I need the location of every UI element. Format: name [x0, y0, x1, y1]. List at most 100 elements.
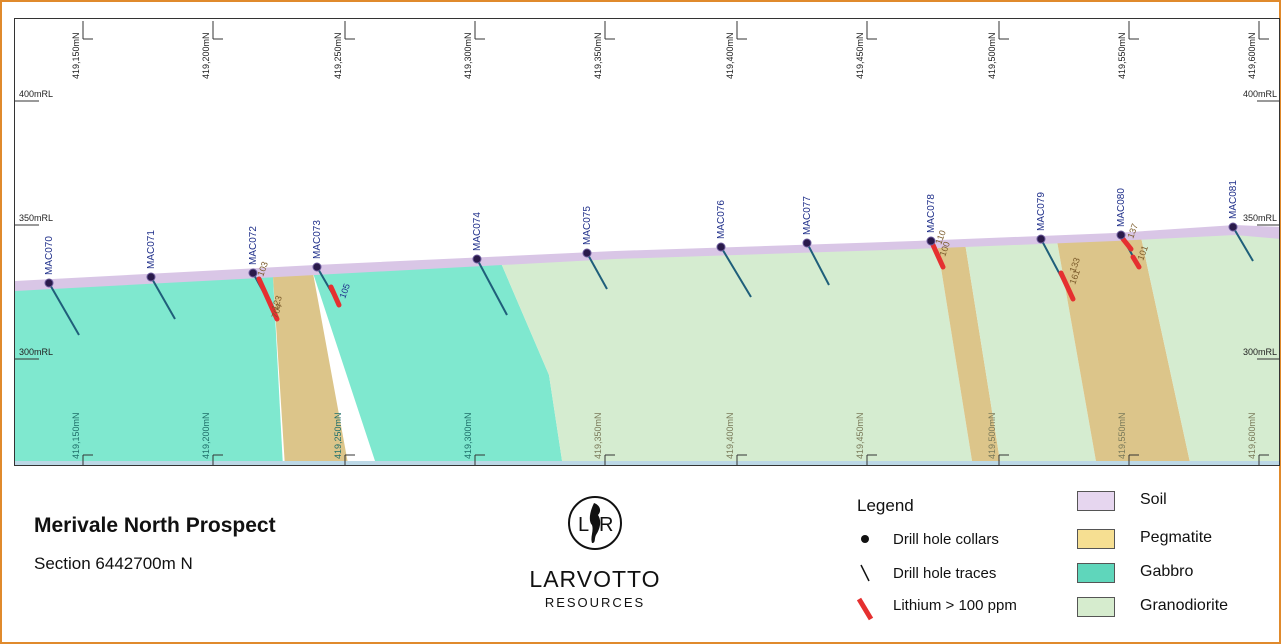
logo-name: LARVOTTO [529, 566, 660, 592]
rl-right-label: 350mRL [1243, 213, 1277, 223]
easting-bottom-label: 419,500mN [987, 412, 997, 459]
seahorse-icon [589, 503, 601, 543]
intercept-value: 137 [1125, 222, 1140, 240]
trace-line-icon [857, 563, 883, 583]
legend-trace-label: Drill hole traces [893, 564, 997, 582]
drill-hole-mac073: MAC073 105 [312, 220, 352, 308]
logo-letter-l: L [578, 514, 589, 536]
easting-bottom-label: 419,400mN [725, 412, 735, 459]
lithium-intercept [1120, 236, 1134, 252]
easting-top-label: 419,450mN [855, 32, 865, 79]
intercept-value: 101 [1135, 244, 1150, 262]
drill-hole-mac074: MAC074 [472, 212, 508, 316]
legend-title: Legend [857, 496, 914, 515]
collar-dot [716, 242, 726, 252]
collar-dot [802, 238, 812, 248]
collar-dot [582, 248, 592, 258]
easting-top-label: 419,250mN [333, 32, 343, 79]
hole-id-label: MAC074 [472, 212, 483, 251]
logo-circle-icon [568, 496, 622, 550]
drill-hole-mac075: MAC075 [582, 206, 608, 290]
easting-top-label: 419,300mN [463, 32, 473, 79]
rl-left-label: 300mRL [19, 347, 53, 357]
soil-layer [15, 225, 1279, 291]
drill-trace [150, 276, 176, 320]
hole-id-label: MAC070 [44, 236, 55, 275]
drill-trace [720, 246, 752, 298]
easting-bottom-label: 419,300mN [463, 412, 473, 459]
lithium-intercept [328, 284, 342, 308]
legend-lithium-label: Lithium > 100 ppm [893, 596, 1017, 614]
legend-collar-label: Drill hole collars [893, 530, 999, 548]
logo-letter-r: R [599, 514, 613, 536]
collar-dot [472, 254, 482, 264]
legend-collar-row: Drill hole collars [857, 529, 999, 549]
collar-dot [1036, 234, 1046, 244]
easting-top-label: 419,500mN [987, 32, 997, 79]
pegmatite-east-unit [1057, 237, 1191, 465]
pegmatite-label: Pegmatite [1140, 529, 1213, 546]
granodiorite-central-unit [501, 243, 973, 465]
hole-id-label: MAC071 [146, 230, 157, 269]
drill-trace [476, 258, 508, 316]
intercept-value: 704 [269, 302, 284, 320]
lithium-intercept [256, 276, 280, 322]
hole-id-label: MAC077 [802, 196, 813, 235]
section-subtitle: Section 6442700m N [34, 554, 193, 573]
easting-bottom-label: 419,250mN [333, 412, 343, 459]
cross-section-svg: 419,150mN419,150mN419,200mN419,200mN419,… [15, 21, 1279, 465]
granodiorite-east-unit [1141, 233, 1279, 465]
collar-dot-icon [857, 529, 883, 549]
hole-id-label: MAC073 [312, 220, 323, 259]
prospect-title: Merivale North Prospect [34, 514, 276, 537]
drill-hole-mac071: MAC071 [146, 230, 176, 320]
drill-trace [1232, 226, 1254, 262]
drill-hole-mac081: MAC081 [1228, 180, 1254, 262]
gabbro-central-unit [313, 263, 563, 465]
collar-dot [926, 236, 936, 246]
drill-trace [48, 282, 80, 336]
larvotto-logo: L R LARVOTTO RESOURCES [510, 495, 680, 615]
easting-bottom-label: 419,450mN [855, 412, 865, 459]
rl-left-label: 400mRL [19, 89, 53, 99]
easting-bottom-label: 419,550mN [1117, 412, 1127, 459]
lithium-intercept [1058, 270, 1076, 302]
intercept-value: 161 [1067, 268, 1082, 286]
intercept-value: 110 [933, 229, 947, 246]
granodiorite-swatch [1077, 597, 1115, 617]
hole-id-label: MAC072 [248, 226, 259, 265]
drill-hole-mac076: MAC076 [716, 200, 752, 298]
axis-labels: 419,150mN419,150mN419,200mN419,200mN419,… [19, 32, 1277, 459]
pegmatite-mac078-unit [937, 243, 1001, 465]
pegmatite-swatch [1077, 529, 1115, 549]
easting-top-label: 419,550mN [1117, 32, 1127, 79]
hole-id-label: MAC079 [1036, 192, 1047, 231]
drill-trace [806, 242, 830, 286]
drill-hole-mac070: MAC070 [44, 236, 80, 336]
rl-right-label: 400mRL [1243, 89, 1277, 99]
legend-trace-row: Drill hole traces [857, 563, 996, 583]
drill-hole-mac077: MAC077 [802, 196, 830, 286]
granodiorite-label: Granodiorite [1140, 597, 1229, 614]
easting-top-label: 419,150mN [71, 32, 81, 79]
lithium-line-icon [856, 595, 883, 621]
easting-bottom-label: 419,150mN [71, 412, 81, 459]
intercept-value: 105 [337, 282, 352, 300]
intercept-value: 100 [937, 240, 952, 258]
pegmatite-west-unit [273, 273, 349, 465]
hole-id-label: MAC075 [582, 206, 593, 245]
gabbro-swatch [1077, 563, 1115, 583]
lithium-intercept [930, 242, 946, 270]
logo-sub: RESOURCES [545, 595, 645, 610]
granodiorite-middle-unit [965, 241, 1097, 465]
collar-dot [44, 278, 54, 288]
hole-id-label: MAC080 [1116, 188, 1127, 227]
hole-id-label: MAC076 [716, 200, 727, 239]
easting-bottom-label: 419,600mN [1247, 412, 1257, 459]
collar-dot [312, 262, 322, 272]
legend-lithium-row: Lithium > 100 ppm [856, 595, 1017, 621]
easting-top-label: 419,400mN [725, 32, 735, 79]
